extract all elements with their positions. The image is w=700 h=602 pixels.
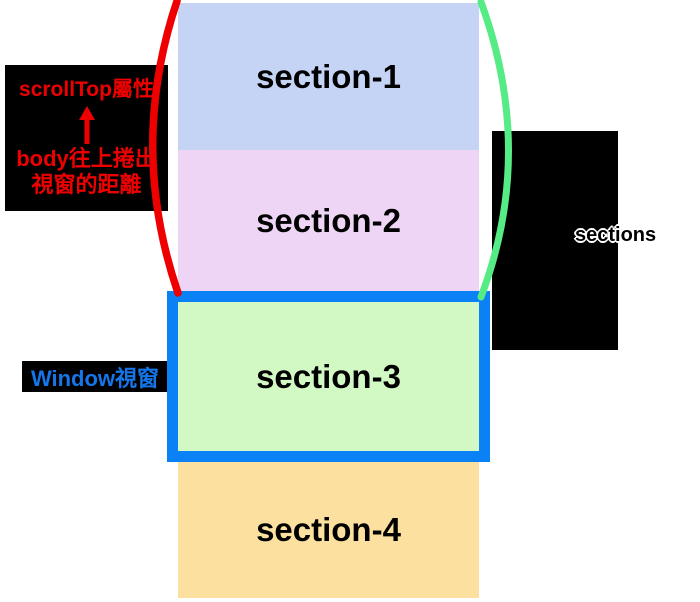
section-3-label: section-3 [256,357,401,395]
sections-callout-label: sections [575,224,657,246]
scrolltop-desc-line2: 視窗的距離 [31,172,142,197]
window-viewport-box: section-3 [167,291,490,462]
section-4-label: section-4 [256,511,401,548]
window-label-text: Window視窗 [30,365,160,391]
section-1-box: section-1 [178,3,479,150]
section-2-label: section-2 [256,201,401,239]
scrolltop-desc-line1: body往上捲出 [16,146,157,171]
scrolltop-title: scrollTop屬性 [19,78,154,101]
up-arrow-icon [78,106,95,144]
section-1-label: section-1 [256,57,401,95]
scrolltop-callout: scrollTop屬性 body往上捲出 視窗的距離 [5,65,168,211]
window-label-box: Window視窗 [22,361,168,392]
section-2-box: section-2 [178,150,479,291]
sections-callout-box [492,131,618,350]
section-4-box: section-4 [178,462,479,598]
